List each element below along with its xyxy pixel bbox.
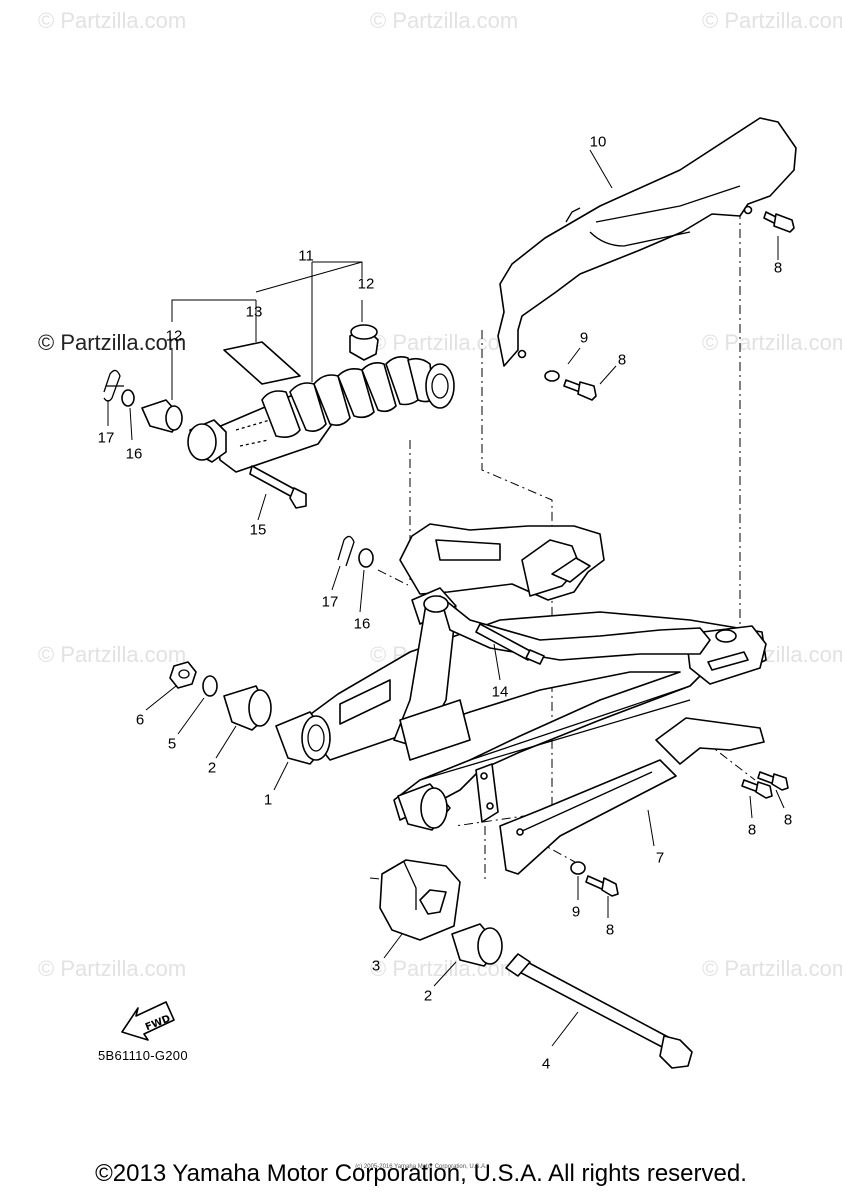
callout-4: 4 [541, 1055, 551, 1073]
cotter-pin [103, 369, 121, 402]
callout-6: 6 [135, 711, 145, 729]
callout-16: 16 [353, 615, 371, 633]
washer [358, 548, 374, 568]
bolt [563, 379, 597, 401]
diagram-code: 5B61110-G200 [98, 1048, 188, 1063]
callout-17: 17 [321, 593, 339, 611]
bolt [757, 771, 789, 791]
bolt [741, 779, 773, 799]
collar [141, 399, 183, 433]
watermark: © Partzilla.com [370, 8, 519, 33]
bolt [763, 211, 795, 233]
callout-17: 17 [97, 429, 115, 447]
watermark: © Partzilla.com [370, 330, 519, 355]
pivot-pin [475, 623, 545, 665]
chain-slider-bracket [499, 717, 765, 875]
cotter-pin [337, 535, 355, 567]
washer [121, 389, 135, 407]
callout-5: 5 [167, 735, 177, 753]
chain-guard [497, 117, 797, 367]
pivot-shaft [505, 953, 693, 1069]
callout-9: 9 [579, 329, 589, 347]
callout-brackets [107, 149, 785, 1047]
washer [544, 370, 560, 382]
callout-8: 8 [747, 821, 757, 839]
callout-10: 10 [589, 133, 607, 151]
callout-14: 14 [491, 683, 509, 701]
pivot-bushing [275, 711, 331, 765]
callout-12: 12 [357, 275, 375, 293]
callout-8: 8 [617, 351, 627, 369]
callout-8: 8 [605, 921, 615, 939]
watermark: © Partzilla.com [38, 642, 187, 667]
pivot-bushing [397, 783, 451, 831]
callout-12: 12 [165, 327, 183, 345]
callout-8: 8 [773, 259, 783, 277]
watermark: © Partzilla.com [38, 956, 187, 981]
relay-arm [399, 523, 605, 601]
copyright-footer: ©2013 Yamaha Motor Corporation, U.S.A. A… [95, 1160, 747, 1187]
bolt [585, 875, 619, 897]
mount-plate [475, 763, 499, 823]
watermark: © Partzilla.com [702, 956, 842, 981]
bushing [451, 923, 503, 967]
watermark-highlight: © Partzilla.com [38, 330, 187, 355]
callout-3: 3 [371, 957, 381, 975]
callout-1: 1 [263, 791, 273, 809]
watermark: © Partzilla.com [702, 330, 842, 355]
nut [169, 661, 197, 689]
callout-16: 16 [125, 445, 143, 463]
callout-15: 15 [249, 521, 267, 539]
washer [202, 675, 218, 697]
callout-7: 7 [655, 849, 665, 867]
label-sticker [223, 341, 301, 385]
rear-shock-absorber [187, 324, 455, 473]
watermark: © Partzilla.com [702, 8, 842, 33]
washer [570, 861, 586, 875]
rubber-mount [379, 859, 461, 941]
bolt [249, 465, 307, 509]
callout-2: 2 [207, 759, 217, 777]
bushing [223, 685, 272, 731]
callout-8: 8 [783, 811, 793, 829]
watermark: © Partzilla.com [38, 8, 187, 33]
callout-2: 2 [423, 987, 433, 1005]
fine-print: (c) 2005-2016 Yamaha Motor Corporation, … [355, 1164, 487, 1170]
callout-11: 11 [298, 247, 314, 265]
forward-arrow-icon: FWD [121, 1001, 175, 1041]
callout-9: 9 [571, 903, 581, 921]
callout-13: 13 [245, 303, 263, 321]
